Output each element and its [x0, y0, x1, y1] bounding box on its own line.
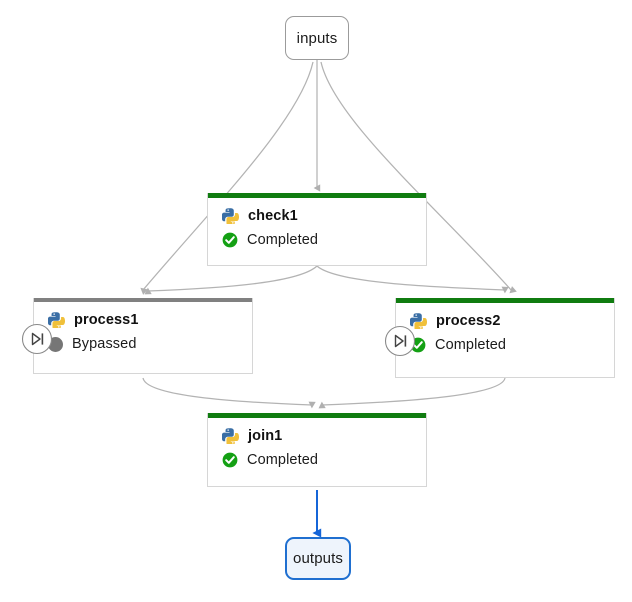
edge-check1-process2: [316, 265, 509, 294]
node-process1[interactable]: process1 Bypassed: [33, 298, 253, 374]
edge-check1-process1: [144, 265, 318, 295]
run-from-here-button-process2[interactable]: [384, 325, 416, 357]
node-process1-status-bar: [34, 298, 252, 302]
node-outputs[interactable]: outputs: [285, 537, 351, 580]
edge-inputs-process1: [140, 61, 314, 295]
node-inputs[interactable]: inputs: [285, 16, 349, 60]
run-from-here-button-process1[interactable]: [21, 323, 53, 355]
python-icon: [222, 428, 239, 444]
node-check1-status-bar: [208, 193, 426, 198]
node-check1-status: Completed: [247, 232, 319, 248]
node-join1-status: Completed: [247, 452, 319, 468]
edge-process2-join1: [318, 377, 506, 409]
node-join1-title: join1: [248, 427, 283, 444]
node-check1-title: check1: [248, 207, 298, 224]
node-process2-title: process2: [436, 312, 501, 329]
node-process2-body: process2 Completed: [396, 303, 614, 363]
node-process1-status: Bypassed: [72, 336, 137, 352]
python-icon: [222, 208, 239, 224]
python-icon: [48, 312, 65, 328]
edge-inputs-process2: [320, 61, 517, 294]
node-join1-body: join1 Completed: [208, 418, 426, 478]
node-process1-body: process1 Bypassed: [34, 302, 252, 362]
node-check1-body: check1 Completed: [208, 198, 426, 258]
node-process2[interactable]: process2 Completed: [395, 298, 615, 378]
node-inputs-label: inputs: [296, 29, 338, 47]
node-join1-status-bar: [208, 413, 426, 418]
node-outputs-label: outputs: [293, 550, 343, 567]
node-check1[interactable]: check1 Completed: [207, 193, 427, 266]
check-circle-icon: [222, 232, 238, 248]
node-process2-status-bar: [396, 298, 614, 303]
check-circle-icon: [222, 452, 238, 468]
node-join1[interactable]: join1 Completed: [207, 413, 427, 487]
edge-process1-join1: [142, 377, 316, 409]
python-icon: [410, 313, 427, 329]
node-process1-title: process1: [74, 311, 139, 328]
node-process2-status: Completed: [435, 337, 507, 353]
